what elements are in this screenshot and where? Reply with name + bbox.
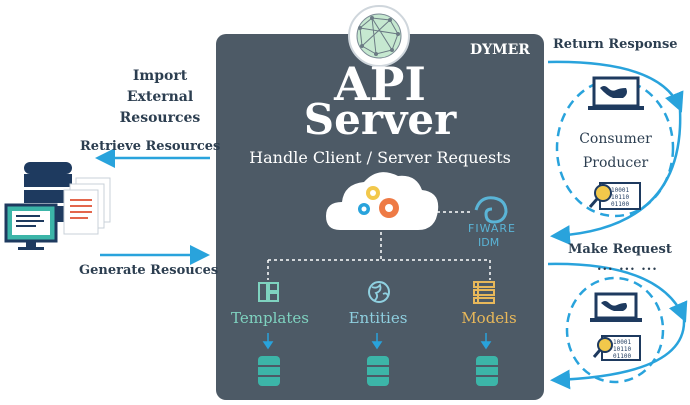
- producer-label: Producer: [582, 155, 649, 171]
- entities-label: Entities: [348, 309, 408, 327]
- request-return-arrow: [550, 109, 682, 246]
- import-line-2: External: [126, 89, 194, 105]
- laptop-map-icon-2: [590, 292, 642, 322]
- generate-resources-label: Generate Resouces: [79, 263, 219, 278]
- data-search-icon: 10001 10110 01100: [588, 182, 641, 210]
- consumer-producer-loop: [555, 78, 675, 218]
- fiware-logo-icon: [474, 196, 508, 224]
- ellipsis-label: ... ... ...: [597, 259, 658, 274]
- import-line-1: Import: [132, 68, 188, 84]
- import-line-3: Resources: [119, 110, 201, 126]
- server-title: Server: [303, 95, 457, 144]
- dymer-brand: DYMER: [470, 42, 530, 58]
- return-response-arrow: [547, 60, 684, 113]
- svg-text:01100: 01100: [613, 353, 631, 360]
- idm-label: IDM: [478, 236, 500, 249]
- models-db-icon: [476, 356, 498, 386]
- return-response-label: Return Response: [553, 37, 678, 52]
- make-request-arrow: [547, 262, 688, 323]
- api-title: API: [334, 57, 426, 111]
- svg-text:01100: 01100: [611, 201, 629, 208]
- secondary-loop: [565, 276, 665, 384]
- laptop-map-icon: [588, 76, 644, 110]
- retrieve-resources-label: Retrieve Resources: [80, 139, 221, 154]
- entities-db-icon: [367, 356, 389, 386]
- monitor-icon: [4, 203, 58, 250]
- cloud-gears-icon: [326, 172, 439, 230]
- consumer-label: Consumer: [579, 131, 652, 147]
- templates-db-icon: [258, 356, 280, 386]
- entities-globe-icon: [368, 281, 390, 303]
- import-resources-label: Import External Resources: [100, 66, 220, 129]
- svg-text:10001: 10001: [613, 339, 631, 346]
- documents-icon: [63, 177, 111, 235]
- network-globe-icon: [348, 5, 410, 67]
- templates-label: Templates: [231, 309, 309, 327]
- models-label: Models: [461, 309, 517, 327]
- data-search-icon-2: 10001 10110 01100: [592, 335, 641, 361]
- make-request-label: Make Request: [568, 242, 672, 257]
- models-icon: [473, 281, 495, 304]
- fiware-label: FIWARE: [468, 222, 516, 235]
- templates-icon: [258, 282, 279, 302]
- svg-text:10110: 10110: [611, 194, 629, 201]
- consumer-producer-label: Consumer Producer: [558, 127, 673, 175]
- panel-subtitle: Handle Client / Server Requests: [249, 148, 511, 167]
- svg-text:10001: 10001: [611, 187, 629, 194]
- svg-text:10110: 10110: [613, 346, 631, 353]
